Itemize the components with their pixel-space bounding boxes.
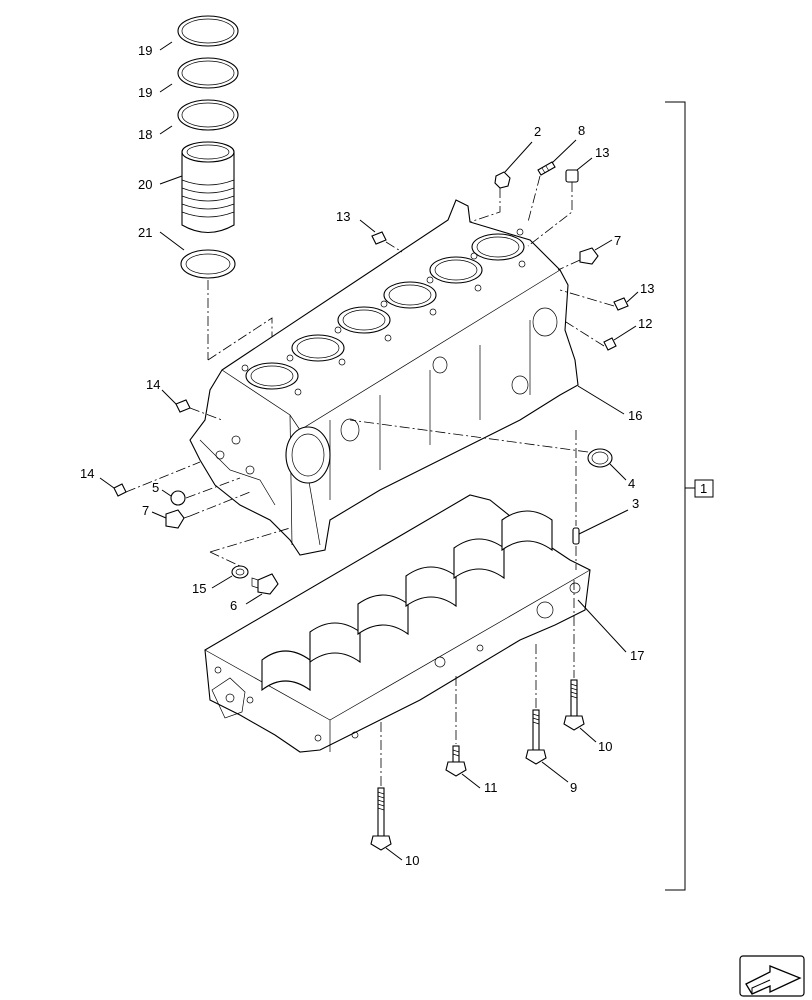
assembly-ref-box [694, 479, 714, 498]
washer-15[interactable] [231, 565, 249, 579]
ring-19-lower[interactable] [177, 57, 239, 89]
callout-8: 8 [578, 123, 585, 138]
callout-4: 4 [628, 476, 635, 491]
callout-13-top: 13 [595, 145, 609, 160]
plug-7-left[interactable] [165, 509, 191, 529]
callout-19-upper: 19 [138, 43, 152, 58]
callout-10-right: 10 [598, 739, 612, 754]
bolt-9[interactable] [525, 709, 547, 765]
callout-13-right: 13 [640, 281, 654, 296]
cylinder-block[interactable] [189, 199, 579, 556]
plug-13-right[interactable] [613, 297, 629, 311]
callout-18: 18 [138, 127, 152, 142]
callout-3: 3 [632, 496, 639, 511]
callout-2: 2 [534, 124, 541, 139]
plug-14-upper[interactable] [175, 399, 191, 413]
callout-14-upper: 14 [146, 377, 160, 392]
callout-13-left: 13 [336, 209, 350, 224]
callout-17: 17 [630, 648, 644, 663]
ring-19-upper[interactable] [177, 15, 239, 47]
bolt-11[interactable] [445, 745, 467, 777]
plug-5[interactable] [170, 490, 186, 506]
cylinder-liner-20[interactable] [181, 141, 235, 234]
bolt-10-right[interactable] [563, 679, 585, 731]
callout-11: 11 [484, 780, 498, 795]
callout-10-lower: 10 [405, 853, 419, 868]
stud-8[interactable] [537, 161, 556, 176]
callout-6: 6 [230, 598, 237, 613]
callout-5: 5 [152, 480, 159, 495]
callout-7-right: 7 [614, 233, 621, 248]
seal-4[interactable] [587, 448, 613, 468]
ring-18[interactable] [177, 99, 239, 131]
callout-16: 16 [628, 408, 642, 423]
assembly-ref-label: 1 [700, 481, 707, 496]
callout-12: 12 [638, 316, 652, 331]
callout-7-left: 7 [142, 503, 149, 518]
callout-20: 20 [138, 177, 152, 192]
assembly-bracket [665, 101, 686, 891]
next-page-arrow-icon[interactable] [739, 955, 805, 997]
lower-crankcase-17[interactable] [204, 494, 591, 753]
plug-12[interactable] [603, 337, 617, 351]
plug-13-top[interactable] [565, 169, 579, 183]
callout-9: 9 [570, 780, 577, 795]
plug-bolt-6[interactable] [251, 573, 279, 595]
plug-13-left[interactable] [371, 231, 387, 245]
dowel-pin-3[interactable] [572, 527, 580, 545]
callout-14-lower: 14 [80, 466, 94, 481]
plug-14-lower[interactable] [113, 483, 127, 497]
plug-2[interactable] [494, 171, 511, 189]
callout-19-lower: 19 [138, 85, 152, 100]
ring-21[interactable] [180, 249, 236, 279]
callout-21: 21 [138, 225, 152, 240]
bolt-10-lower[interactable] [370, 787, 392, 851]
callout-15: 15 [192, 581, 206, 596]
